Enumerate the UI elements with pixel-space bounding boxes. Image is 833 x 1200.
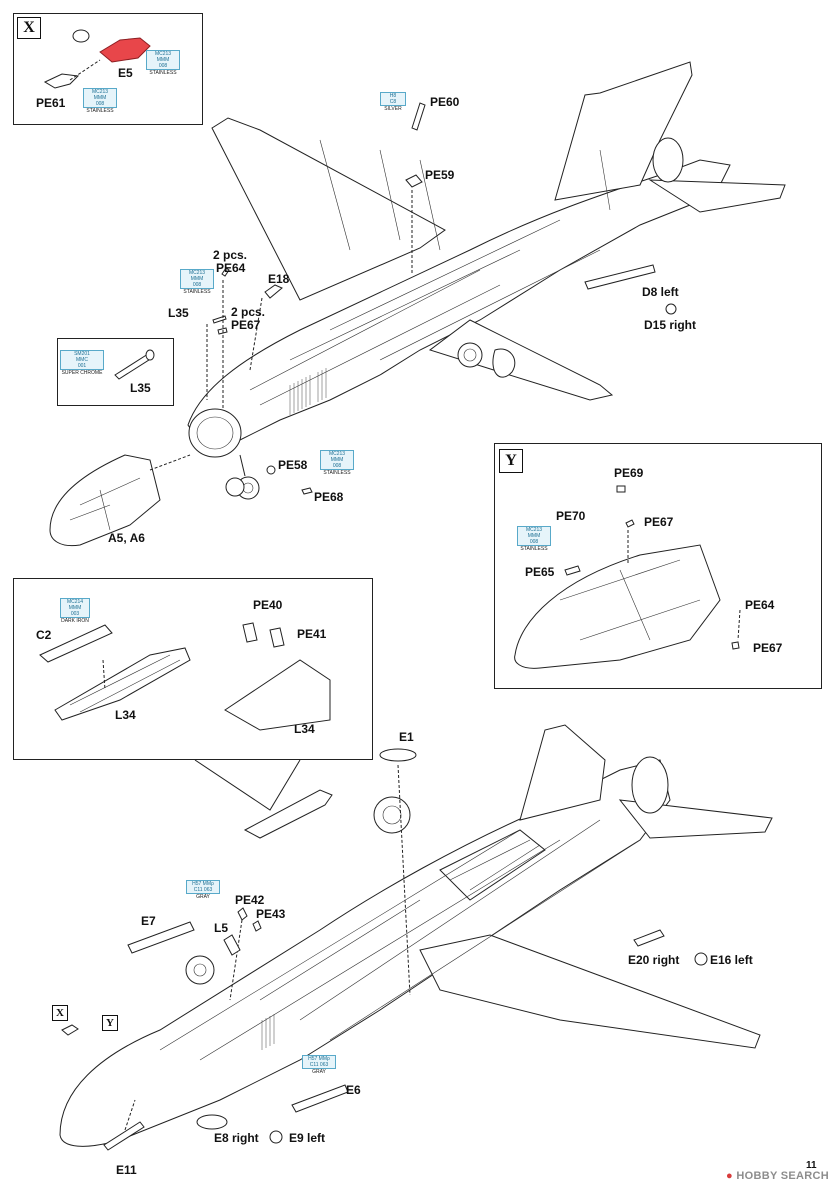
part-label-pcs-67: 2 pcs. [231, 305, 266, 319]
part-label-pe68: PE68 [314, 490, 344, 504]
part-label-pe61: PE61 [36, 96, 66, 110]
part-label-pe67: PE67 [231, 318, 261, 332]
paint-code-name: STAINLESS [149, 70, 177, 76]
paint-code-box: MC214 MMM 003 [60, 598, 90, 618]
callout-tag-y: Y [499, 449, 523, 473]
paint-code-box: MC213 MMM 008 [83, 88, 117, 108]
part-label-e6: E6 [346, 1083, 361, 1097]
paint-code-y: MC213 MMM 008 STAINLESS [517, 526, 551, 552]
paint-code-e7: H57 MMρ C11 063 GRAY [186, 880, 220, 900]
part-label-pe67-bottom: PE67 [753, 641, 783, 655]
part-label-pe67-top: PE67 [644, 515, 674, 529]
part-label-e20: E20 right [628, 953, 680, 967]
part-label-e11: E11 [116, 1163, 137, 1177]
part-label-l34-right: L34 [294, 722, 315, 736]
part-label-e16: E16 left [710, 953, 753, 967]
paint-code-box: MC213 MMM 008 [180, 269, 214, 289]
paint-code-name: SILVER [384, 106, 402, 112]
part-label-pcs-64: 2 pcs. [213, 248, 248, 262]
upper-aircraft-drawing [49, 61, 786, 547]
part-label-pe60: PE60 [430, 95, 460, 109]
paint-code-name: STAINLESS [86, 108, 114, 114]
part-label-l35-inset: L35 [130, 381, 151, 395]
watermark: ● HOBBY SEARCH [726, 1170, 829, 1182]
part-label-e5: E5 [118, 66, 133, 80]
part-label-e9: E9 left [289, 1131, 326, 1145]
callout-tag-y-lower: Y [102, 1015, 118, 1031]
paint-code-x-a: MC213 MMM 008 STAINLESS [146, 50, 180, 76]
paint-code-name: GRAY [312, 1069, 326, 1075]
page-number: 11 [806, 1160, 817, 1171]
part-label-pe58: PE58 [278, 458, 308, 472]
paint-code-box: MC213 MMM 008 [146, 50, 180, 70]
part-label-e8: E8 right [214, 1131, 259, 1145]
callout-tag-x-lower: X [52, 1005, 68, 1021]
inset-bay-drawing [39, 622, 331, 731]
part-label-pe70: PE70 [556, 509, 586, 523]
part-label-pe69: PE69 [614, 466, 644, 480]
part-label-d8: D8 left [642, 285, 679, 299]
watermark-text: HOBBY SEARCH [736, 1170, 829, 1182]
inset-bay-frame [13, 578, 373, 760]
lower-aircraft-drawing [59, 724, 773, 1151]
paint-code-box: MC213 MMM 008 [320, 450, 354, 470]
part-label-pe41: PE41 [297, 627, 327, 641]
part-label-pe40: PE40 [253, 598, 283, 612]
paint-code-x-b: MC213 MMM 008 STAINLESS [83, 88, 117, 114]
paint-code-box: SM201 MMC 001 [60, 350, 104, 370]
callout-tag-x: X [17, 17, 41, 39]
part-label-e7: E7 [141, 914, 156, 928]
paint-code-name: GRAY [196, 894, 210, 900]
paint-code-pe68: MC213 MMM 008 STAINLESS [320, 450, 354, 476]
part-label-c2: C2 [36, 628, 52, 642]
part-label-pe65: PE65 [525, 565, 555, 579]
inset-x-drawing [43, 29, 151, 89]
part-label-l5: L5 [214, 921, 229, 935]
part-label-pe43: PE43 [256, 907, 286, 921]
part-label-pe64: PE64 [216, 261, 246, 275]
part-label-d15: D15 right [644, 318, 697, 332]
paint-code-pe64: MC213 MMM 008 STAINLESS [180, 269, 214, 295]
part-label-e18: E18 [268, 272, 290, 286]
part-label-l34-left: L34 [115, 708, 136, 722]
part-label-e1: E1 [399, 730, 414, 744]
inset-y-drawing [514, 485, 741, 669]
inset-y-frame [494, 443, 822, 689]
part-label-a5-a6: A5, A6 [108, 531, 145, 545]
inset-l35-frame [57, 338, 174, 406]
paint-code-l35: SM201 MMC 001 SUPER CHROME [60, 350, 104, 376]
inset-x-frame [13, 13, 203, 125]
paint-code-box: H57 MMρ C11 063 [302, 1055, 336, 1069]
paint-code-name: STAINLESS [323, 470, 351, 476]
paint-code-name: SUPER CHROME [61, 370, 103, 376]
paint-code-name: STAINLESS [183, 289, 211, 295]
paint-code-box: H8 C8 [380, 92, 406, 106]
paint-code-e6: H57 MMρ C11 063 GRAY [302, 1055, 336, 1075]
paint-code-pe60: H8 C8 SILVER [380, 92, 406, 112]
paint-code-name: DARK IRON [61, 618, 89, 624]
part-label-pe42: PE42 [235, 893, 265, 907]
inset-l35-drawing [114, 349, 155, 380]
part-label-l35: L35 [168, 306, 189, 320]
paint-code-box: MC213 MMM 008 [517, 526, 551, 546]
paint-code-box: H57 MMρ C11 063 [186, 880, 220, 894]
paint-code-bay: MC214 MMM 003 DARK IRON [60, 598, 90, 624]
part-label-pe59: PE59 [425, 168, 455, 182]
part-label-pe64-y: PE64 [745, 598, 775, 612]
paint-code-name: STAINLESS [520, 546, 548, 552]
watermark-logo-icon: ● [726, 1170, 733, 1182]
